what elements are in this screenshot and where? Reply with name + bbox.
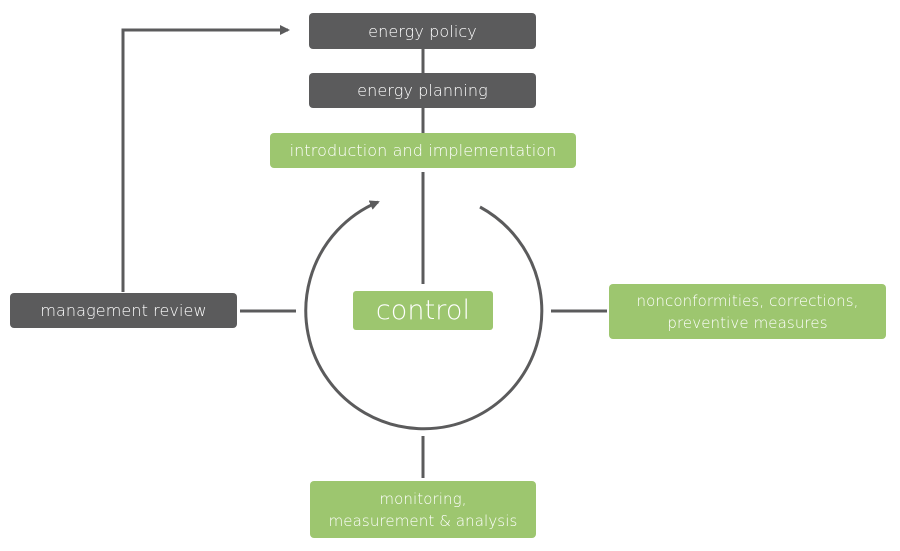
- nonconformities-box: nonconformities, corrections, preventive…: [609, 284, 886, 339]
- control-cycle-arrow: [304, 200, 544, 431]
- control-label: control: [375, 295, 471, 326]
- monitoring-label-line2: measurement & analysis: [328, 511, 518, 530]
- introduction-implementation-label: introduction and implementation: [289, 141, 557, 160]
- feedback-arrow: [121, 25, 290, 292]
- monitoring-label-line1: monitoring,: [379, 489, 467, 508]
- nonconformities-label-line1: nonconformities, corrections,: [636, 291, 859, 310]
- energy-planning-label: energy planning: [357, 81, 488, 100]
- energy-policy-box: energy policy: [309, 13, 536, 49]
- energy-policy-label: energy policy: [368, 21, 477, 41]
- control-box: control: [353, 291, 493, 330]
- monitoring-box: monitoring, measurement & analysis: [310, 481, 536, 538]
- introduction-implementation-box: introduction and implementation: [270, 133, 576, 168]
- management-review-box: management review: [10, 293, 237, 328]
- energy-planning-box: energy planning: [309, 73, 536, 108]
- management-review-label: management review: [40, 301, 207, 320]
- nonconformities-label-line2: preventive measures: [667, 313, 828, 332]
